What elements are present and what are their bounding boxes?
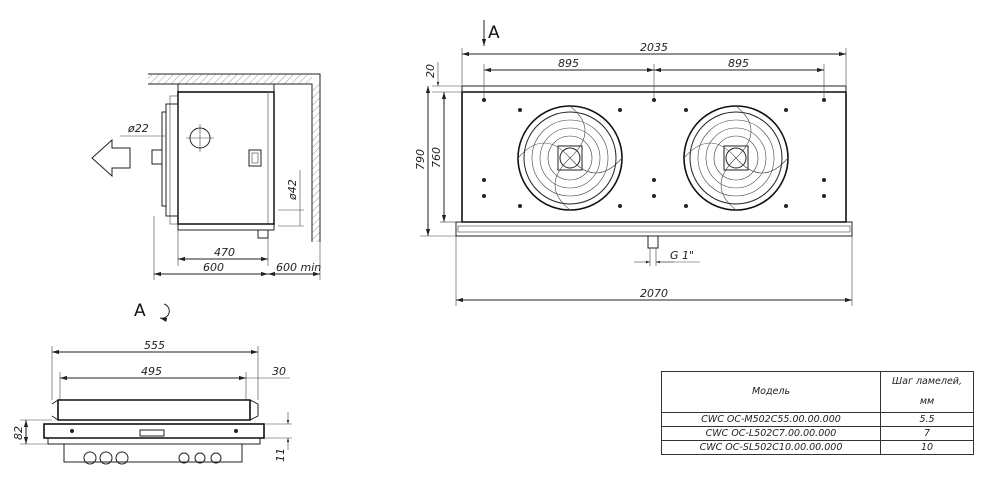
table-row: CWC OC-SL502C10.00.00.000 10	[661, 440, 974, 455]
spec-table: Модель Шаг ламелей, мм CWC OC-M502C55.00…	[661, 371, 974, 455]
top-view-label: A	[134, 301, 146, 321]
cell-fin-pitch: 10	[880, 440, 974, 455]
dim-flange: 11	[274, 448, 287, 462]
cell-model: CWC OC-M502C55.00.00.000	[661, 412, 881, 427]
dim-height: 82	[12, 426, 25, 440]
header-model: Модель	[661, 371, 881, 413]
dim-overall-width: 2070	[640, 287, 668, 300]
front-view-label: A	[488, 23, 500, 43]
dim-total-width: 2035	[640, 41, 668, 54]
spec-table-header: Модель Шаг ламелей, мм	[661, 371, 974, 413]
table-row: CWC OC-M502C55.00.00.000 5.5	[661, 412, 974, 427]
dim-height-total: 790	[414, 149, 427, 170]
dim-height-body: 760	[430, 147, 443, 168]
fan-2	[683, 105, 789, 211]
cell-fin-pitch: 7	[880, 426, 974, 441]
drain-tray	[455, 221, 853, 237]
dim-pipe-outlet: ø22	[127, 122, 149, 135]
table-row: CWC OC-L502C7.00.00.000 7	[661, 426, 974, 441]
dim-fan-pitch-1: 895	[558, 57, 579, 70]
dim-top-offset: 20	[424, 64, 437, 78]
fan-1	[517, 105, 623, 211]
dim-depth-inner: 470	[214, 246, 235, 259]
dim-offset: 30	[272, 365, 286, 378]
dim-fan-pitch-2: 895	[728, 57, 749, 70]
dim-width-total: 555	[144, 339, 165, 352]
side-view: ø22 ø42 470 600 600 min	[91, 73, 321, 280]
cell-fin-pitch: 5.5	[880, 412, 974, 427]
cell-model: CWC OC-L502C7.00.00.000	[661, 426, 881, 441]
cell-model: CWC OC-SL502C10.00.00.000	[661, 440, 881, 455]
dim-width-inner: 495	[141, 365, 162, 378]
front-view: A	[414, 20, 853, 306]
dim-clearance: 600 min	[276, 261, 321, 274]
dim-pipe-drain: ø42	[286, 179, 299, 201]
header-fin-pitch: Шаг ламелей, мм	[880, 371, 974, 413]
dim-depth-total: 600	[203, 261, 224, 274]
dim-drain-thread: G 1"	[670, 249, 694, 262]
top-view: A 555 495 30 82	[12, 301, 292, 465]
